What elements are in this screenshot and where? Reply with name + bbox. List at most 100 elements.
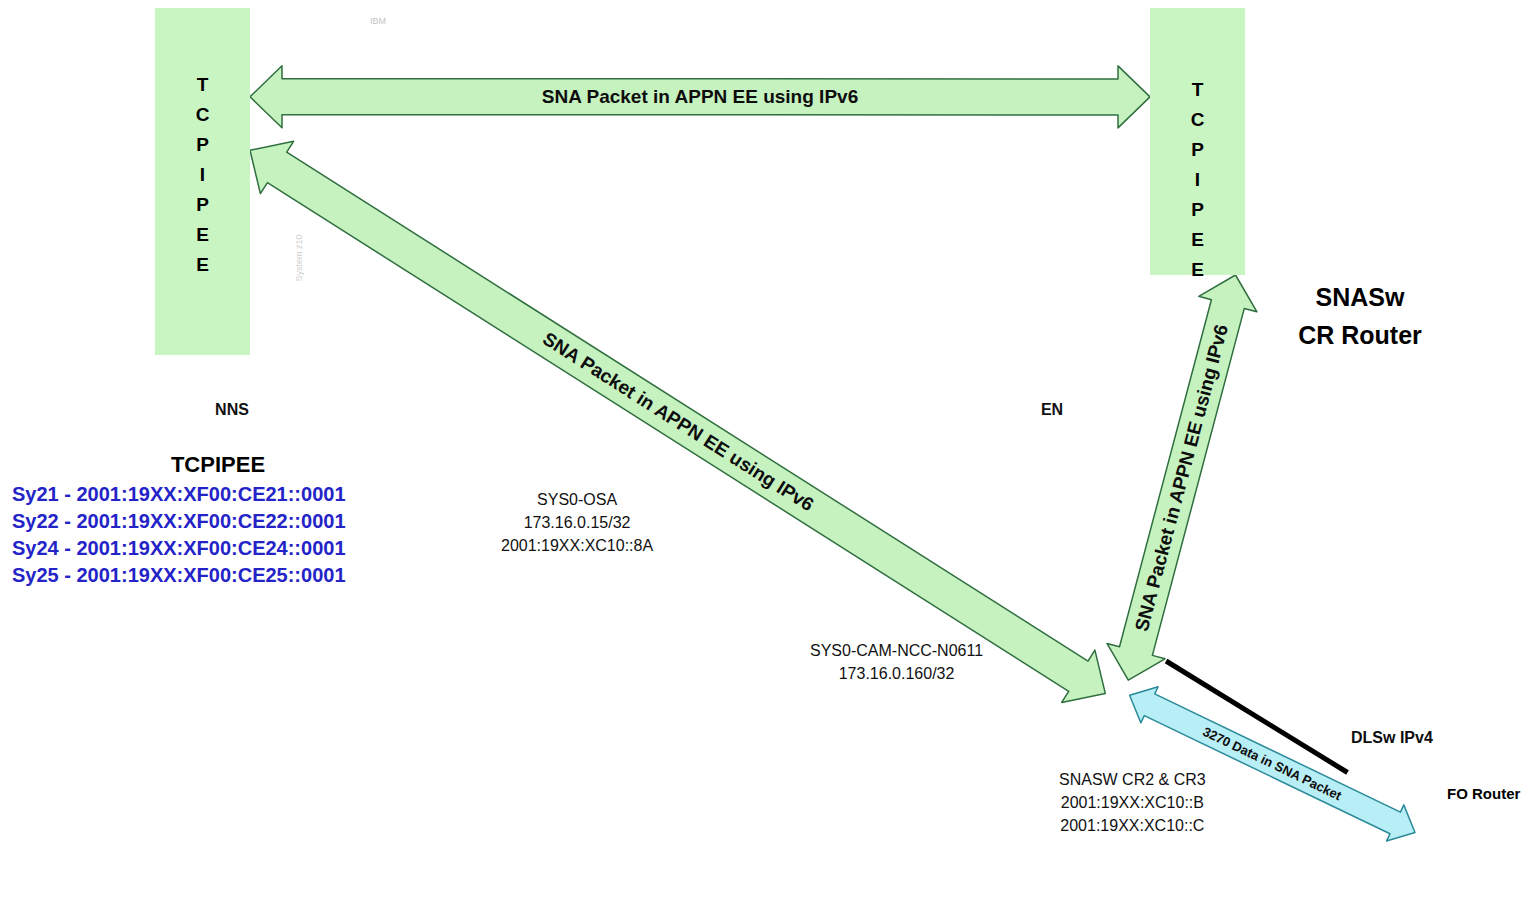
drawing-line <box>1150 642 1152 750</box>
drawing-line <box>1024 196 1064 197</box>
drawing-rect <box>155 355 250 370</box>
drawing-line <box>945 504 947 617</box>
drawing-line <box>1024 182 1064 183</box>
drawing-line <box>599 352 601 470</box>
drawing-rect <box>981 9 995 370</box>
drawing-line <box>590 352 592 470</box>
drawing-line <box>1371 782 1373 845</box>
drawing-rect <box>840 493 858 627</box>
router-name: FO Router <box>1447 785 1520 803</box>
drawing-line <box>1175 592 1177 725</box>
drawing-line <box>1105 642 1107 750</box>
drawing-rect <box>143 148 149 208</box>
drawing-rect <box>1065 631 1159 760</box>
drawing-line <box>1024 252 1064 253</box>
drawing-rect <box>318 100 336 342</box>
drawing-line <box>1383 891 1452 892</box>
drawing-line <box>1379 905 1455 906</box>
link-label: DLSw IPv4 <box>1351 728 1433 748</box>
arrow-label: 3270 Data in SNA Packet <box>1197 722 1348 806</box>
drawing-line <box>617 352 619 470</box>
drawing-line <box>1024 203 1064 204</box>
device-label: SYS0-OSA <box>537 488 617 511</box>
network-cloud <box>353 405 1033 879</box>
drawing-rect <box>544 389 629 420</box>
drawing-line <box>1024 308 1064 309</box>
drawing-rect <box>1341 771 1347 855</box>
drawing-rect <box>1411 863 1423 872</box>
diagram-label: Sy21 - 2001:19XX:XF00:CE21::0001 <box>12 482 346 506</box>
drawing-rect <box>863 539 948 569</box>
drawing-rect <box>1393 814 1441 855</box>
diagram-label: SNASw CR Router <box>1296 278 1424 354</box>
device-picture <box>1065 580 1200 760</box>
drawing-line <box>1353 782 1355 845</box>
stack-name: TCPIPEE <box>194 70 211 280</box>
drawing-rect <box>1140 581 1199 735</box>
drawing-svg <box>839 492 954 627</box>
drawing-line <box>1385 884 1450 885</box>
device-picture <box>839 492 954 627</box>
diagram-label: Sy22 - 2001:19XX:XF00:CE22::0001 <box>12 509 346 533</box>
drawing-line <box>608 352 610 470</box>
diagram-label: Sy25 - 2001:19XX:XF00:CE25::0001 <box>12 563 346 587</box>
drawing-rect <box>980 370 1270 386</box>
drawing-line <box>882 504 884 617</box>
drawing-line <box>581 352 583 470</box>
drawing-line <box>1024 175 1064 176</box>
stack-name: TCPIPEE <box>1189 75 1206 285</box>
drawing-line <box>1024 161 1064 162</box>
device-label: 2001:19XX:XC10::8A <box>501 534 653 557</box>
drawing-g <box>1140 581 1199 735</box>
tcpip-panel: TCPIPEE <box>155 8 250 355</box>
drawing-line <box>927 504 929 617</box>
drawing-line <box>864 504 866 617</box>
drawing-rect <box>109 9 117 370</box>
drawing-line <box>1381 898 1453 899</box>
drawing-line <box>1024 217 1064 218</box>
network-device: SYS0-OSA173.16.0.15/322001:19XX:XC10::8A <box>501 340 653 557</box>
drawing-line <box>365 28 366 358</box>
mainframe: ENTCPIPEE <box>980 8 1270 430</box>
drawing-rect <box>980 370 1270 373</box>
mainframe: NNSTCPIPEE <box>105 8 400 430</box>
drawing-line <box>1184 592 1186 725</box>
drawing-line <box>1087 642 1089 750</box>
device-label: 173.16.0.160/32 <box>839 662 955 685</box>
network-device: SYS0-CAM-NCC-N0611173.16.0.160/32 <box>810 492 983 685</box>
router-workstation: FO Router <box>1335 765 1522 915</box>
router-picture <box>1335 765 1460 915</box>
drawing-rect <box>1150 275 1245 370</box>
device-label: 2001:19XX:XC10::C <box>1060 814 1204 837</box>
arrow-label: SNA Packet in APPN EE using IPv6 <box>535 326 821 518</box>
device-label: SNASW CR2 & CR3 <box>1059 768 1206 791</box>
drawing-line <box>1024 168 1064 169</box>
drawing-line <box>1024 210 1064 211</box>
drawing-rect <box>520 341 538 480</box>
drawing-line <box>1123 642 1125 750</box>
drawing-line <box>1024 287 1064 288</box>
drawing-line <box>918 504 920 617</box>
drawing-line <box>1024 231 1064 232</box>
diagram-label: IBM <box>370 16 386 26</box>
drawing-svg <box>105 8 400 386</box>
drawing-rect <box>1387 808 1447 863</box>
drawing-svg <box>1065 580 1200 760</box>
drawing-rect <box>1352 800 1374 819</box>
drawing-rect <box>105 370 400 373</box>
drawing-line <box>1024 266 1064 267</box>
drawing-line <box>936 504 938 617</box>
drawing-line <box>1024 238 1064 239</box>
mainframe-picture <box>105 8 400 386</box>
drawing-line <box>909 504 911 617</box>
device-label: 173.16.0.15/32 <box>524 511 631 534</box>
drawing-line <box>1024 245 1064 246</box>
drawing-line <box>1114 642 1116 750</box>
drawing-rect <box>520 341 634 480</box>
block-arrow <box>1107 275 1257 680</box>
drawing-line <box>1193 592 1195 725</box>
block-arrow <box>250 66 1150 128</box>
drawing-rect <box>106 9 156 371</box>
drawing-rect <box>981 9 1151 371</box>
drawing-rect <box>857 493 953 498</box>
